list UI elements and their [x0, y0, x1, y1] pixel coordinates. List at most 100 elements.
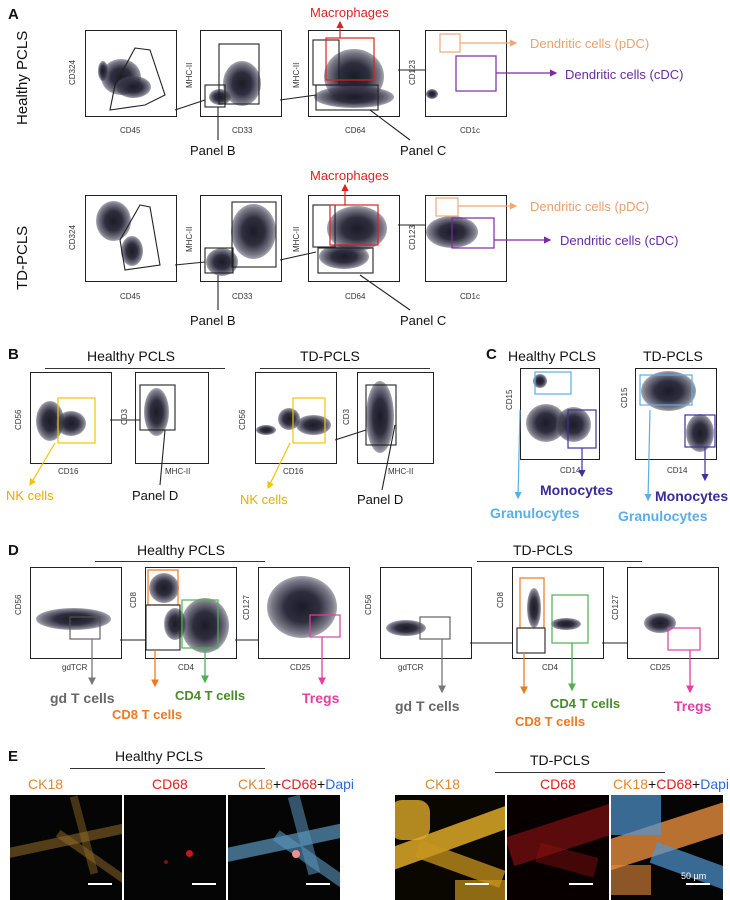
label-e2-merge: CK18+CD68+Dapi	[613, 776, 729, 792]
panel-d-td-line	[477, 561, 642, 562]
label-e2-merge-plus2: +	[692, 776, 701, 792]
image-e1-ck18	[10, 795, 122, 900]
label-a2-cdc: Dendritic cells (cDC)	[560, 233, 679, 248]
xlab-a2-cd33: CD33	[232, 292, 253, 301]
plot-d1-cd56-gdtcr	[30, 567, 122, 659]
plot-a1-cd324-cd45	[85, 30, 177, 117]
panel-d-healthy-line	[95, 561, 265, 562]
plot-d1-cd127-cd25	[258, 567, 350, 659]
xlab-a1-cd45: CD45	[120, 126, 141, 135]
xlab-d1-cd4: CD4	[178, 663, 195, 672]
label-e2-merge-dapi: Dapi	[700, 776, 729, 792]
label-a2-panel-b: Panel B	[190, 313, 236, 328]
label-a1-panel-c: Panel C	[400, 143, 447, 158]
label-d1-cd8t: CD8 T cells	[112, 707, 183, 722]
label-e1-cd68: CD68	[152, 776, 188, 792]
label-b2-panel-d: Panel D	[357, 492, 404, 507]
scale-label-e2: 50 µm	[681, 871, 707, 881]
label-b1-panel-d: Panel D	[132, 488, 179, 503]
label-a1-cdc: Dendritic cells (cDC)	[565, 67, 684, 82]
xlab-b2-mhc: MHC-II	[388, 467, 414, 476]
xlab-d1-cd25: CD25	[290, 663, 311, 672]
xlab-a2-cd45: CD45	[120, 292, 141, 301]
panel-letter-a: A	[8, 6, 19, 23]
xlab-b2-cd16: CD16	[283, 467, 304, 476]
xlab-a2-cd1c: CD1c	[460, 292, 481, 301]
label-c1-granulocytes: Granulocytes	[490, 505, 580, 521]
xlab-d2-cd25: CD25	[650, 663, 671, 672]
panel-letter-b: B	[8, 346, 19, 363]
label-c1-monocytes: Monocytes	[540, 482, 614, 498]
label-e1-merge-plus1: +	[273, 776, 282, 792]
image-e2-ck18	[395, 795, 505, 900]
panel-letter-e: E	[8, 748, 19, 765]
panel-e-healthy-line	[70, 768, 265, 769]
xlab-c1-cd14: CD14	[560, 466, 581, 475]
panel-b-td-line	[260, 368, 430, 369]
xlab-a2-cd64: CD64	[345, 292, 366, 301]
xlab-a1-cd64: CD64	[345, 126, 366, 135]
panel-c-td-header: TD-PCLS	[643, 348, 703, 364]
label-d1-cd4t: CD4 T cells	[175, 688, 246, 703]
label-d2-cd4t: CD4 T cells	[550, 696, 621, 711]
xlab-a1-cd1c: CD1c	[460, 126, 481, 135]
panel-e-td-header: TD-PCLS	[530, 752, 590, 768]
label-e2-merge-plus1: +	[648, 776, 657, 792]
label-e2-ck18: CK18	[425, 776, 461, 792]
image-e1-merge	[228, 795, 340, 900]
plot-a2-mhc-cd64	[308, 195, 400, 282]
panel-b-td-header: TD-PCLS	[300, 348, 360, 364]
label-e1-ck18: CK18	[28, 776, 64, 792]
label-a1-panel-b: Panel B	[190, 143, 236, 158]
label-b2-nk: NK cells	[240, 492, 288, 507]
panel-d-healthy-header: Healthy PCLS	[137, 542, 225, 558]
panel-c-healthy-header: Healthy PCLS	[508, 348, 596, 364]
plot-a1-cd123-cd1c	[425, 30, 507, 117]
panel-e-healthy-header: Healthy PCLS	[115, 748, 203, 764]
xlab-c2-cd14: CD14	[667, 466, 688, 475]
xlab-a1-cd33: CD33	[232, 126, 253, 135]
label-d2-cd8t: CD8 T cells	[515, 714, 586, 729]
plot-d2-cd56-gdtcr	[380, 567, 472, 659]
label-c2-monocytes: Monocytes	[655, 488, 729, 504]
label-a1-macrophages: Macrophages	[310, 5, 389, 20]
xlab-d2-gdtcr: gdTCR	[398, 663, 424, 672]
image-e2-merge: 50 µm	[611, 795, 723, 900]
plot-b1-cd3-mhc	[135, 372, 209, 464]
label-d2-tregs: Tregs	[674, 698, 712, 714]
label-a1-pdc: Dendritic cells (pDC)	[530, 36, 650, 51]
plot-c1-cd15-cd14	[520, 368, 600, 460]
plot-d2-cd8-cd4	[512, 567, 604, 659]
label-a2-pdc: Dendritic cells (pDC)	[530, 199, 650, 214]
xlab-d2-cd4: CD4	[542, 663, 559, 672]
label-e2-merge-cd68: CD68	[656, 776, 693, 792]
label-e2-merge-ck18: CK18	[613, 776, 649, 792]
panel-d-td-header: TD-PCLS	[513, 542, 573, 558]
panel-b-healthy-header: Healthy PCLS	[87, 348, 175, 364]
label-c2-granulocytes: Granulocytes	[618, 508, 708, 524]
panel-b-healthy-line	[45, 368, 225, 369]
panel-letter-d: D	[8, 542, 19, 559]
label-b1-nk: NK cells	[6, 488, 54, 503]
label-a2-macrophages: Macrophages	[310, 168, 389, 183]
plot-b1-cd56-cd16	[30, 372, 112, 464]
label-a2-panel-c: Panel C	[400, 313, 447, 328]
xlab-b1-mhc: MHC-II	[165, 467, 191, 476]
label-e1-merge-cd68: CD68	[281, 776, 318, 792]
plot-d2-cd127-cd25	[627, 567, 719, 659]
label-d1-tregs: Tregs	[302, 690, 340, 706]
label-e1-merge-plus2: +	[317, 776, 326, 792]
plot-a1-mhc-cd33	[200, 30, 282, 117]
image-e1-cd68	[124, 795, 226, 900]
xlab-b1-cd16: CD16	[58, 467, 79, 476]
label-d1-gd: gd T cells	[50, 690, 115, 706]
panel-letter-c: C	[486, 346, 497, 363]
label-e1-merge: CK18+CD68+Dapi	[238, 776, 354, 792]
image-e2-cd68	[507, 795, 609, 900]
label-e1-merge-ck18: CK18	[238, 776, 274, 792]
plot-a2-cd324-cd45	[85, 195, 177, 282]
label-d2-gd: gd T cells	[395, 698, 460, 714]
plot-d1-cd8-cd4	[145, 567, 237, 659]
plot-a2-cd123-cd1c	[425, 195, 507, 282]
